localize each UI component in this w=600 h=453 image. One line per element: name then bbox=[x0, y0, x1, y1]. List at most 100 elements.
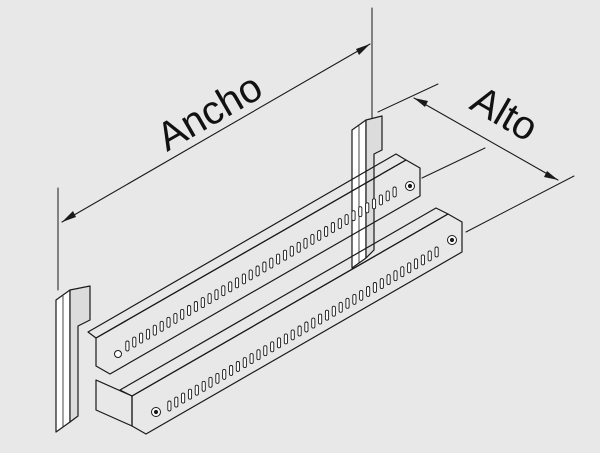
lower-rail-slot bbox=[297, 325, 302, 337]
upper-rail-slot bbox=[248, 269, 253, 281]
lower-rail-bolts bbox=[151, 235, 457, 417]
upper-rail-slot bbox=[303, 237, 308, 249]
lower-rail-slot bbox=[400, 266, 405, 278]
lower-rail-slot bbox=[229, 365, 234, 376]
lower-rail-slot bbox=[318, 313, 323, 325]
lower-rail-slot bbox=[427, 250, 432, 262]
height-label: Alto bbox=[464, 78, 546, 151]
upper-rail-slot bbox=[344, 214, 349, 226]
lower-rail-slot bbox=[283, 333, 288, 345]
upper-rail-slot bbox=[269, 257, 274, 269]
upper-rail-slot bbox=[241, 273, 246, 285]
upper-rail-slot bbox=[200, 297, 205, 309]
lower-rail-slot bbox=[249, 353, 254, 365]
upper-rail-slot bbox=[221, 285, 226, 297]
dimension-extension-lines bbox=[57, 7, 575, 291]
upper-rail-slot bbox=[276, 253, 281, 265]
lower-rail-slot bbox=[194, 384, 199, 396]
lower-rail-slot bbox=[338, 301, 343, 313]
lower-rail-slot bbox=[420, 254, 425, 266]
upper-rail-slot bbox=[371, 198, 377, 210]
left-upright bbox=[55, 285, 91, 433]
upper-rail-slot bbox=[351, 210, 356, 222]
upper-rail-slot bbox=[152, 324, 157, 336]
lower-rail-slot bbox=[201, 380, 206, 392]
upper-rail bbox=[87, 153, 421, 375]
lower-rail-slot bbox=[379, 278, 384, 290]
lower-rail-slot bbox=[167, 400, 172, 412]
lower-rail-slot bbox=[276, 337, 282, 349]
upper-rail-slot bbox=[214, 289, 219, 301]
lower-rail-slot bbox=[270, 341, 275, 353]
upper-rail-slot bbox=[358, 206, 363, 218]
lower-rail-slot bbox=[290, 329, 295, 341]
lower-rail-slot bbox=[372, 282, 377, 293]
upper-rail-bolt bbox=[114, 181, 415, 358]
upper-rail-slot bbox=[228, 281, 233, 293]
upper-rail-slot bbox=[234, 277, 240, 289]
upper-rail-slots bbox=[125, 186, 397, 352]
upper-rail-slot bbox=[392, 186, 397, 198]
lower-rail-slot bbox=[215, 372, 220, 384]
height-extension-mid bbox=[421, 147, 486, 179]
upper-rail-slot bbox=[255, 265, 260, 277]
upper-rail-slot bbox=[310, 233, 315, 245]
lower-rail-slot bbox=[263, 345, 268, 357]
lower-rail-slot bbox=[345, 297, 350, 309]
lower-rail-slot bbox=[256, 349, 261, 361]
upper-rail-slot bbox=[159, 320, 164, 332]
width-arrow-right bbox=[356, 44, 370, 55]
upper-rail-slot bbox=[385, 190, 390, 202]
height-arrow-bottom bbox=[544, 171, 558, 180]
right-upright bbox=[351, 115, 383, 269]
upper-rail-slot bbox=[378, 194, 383, 206]
upper-rail-slot bbox=[337, 218, 342, 230]
upper-rail-slot bbox=[365, 202, 370, 214]
lower-rail-slot bbox=[434, 246, 439, 258]
lower-rail bbox=[95, 207, 463, 435]
lower-rail-slot bbox=[359, 289, 364, 301]
lower-rail-slot bbox=[181, 392, 186, 404]
upper-rail-slot bbox=[193, 301, 198, 312]
upper-rail-slot bbox=[187, 305, 192, 316]
upper-rail-slot bbox=[317, 229, 322, 241]
upper-rail-slot bbox=[262, 261, 267, 273]
height-extension-top bbox=[377, 83, 439, 113]
lower-rail-slot bbox=[174, 396, 179, 408]
lower-rail-slot bbox=[407, 262, 412, 274]
lower-rail-slot bbox=[393, 270, 398, 282]
upper-rail-slot bbox=[296, 241, 301, 253]
upper-rail-slot bbox=[180, 308, 185, 320]
lower-rail-slot bbox=[331, 305, 336, 317]
height-extension-bottom bbox=[465, 175, 575, 233]
lower-rail-slot bbox=[222, 368, 227, 380]
upper-rail-slot bbox=[145, 328, 151, 340]
upper-rail-slot bbox=[282, 249, 288, 261]
upper-rail-slot bbox=[330, 222, 335, 233]
width-arrow-left bbox=[62, 211, 76, 222]
upper-rail-slot bbox=[324, 226, 329, 237]
lower-rail-slot bbox=[413, 258, 419, 270]
height-arrow-top bbox=[414, 98, 428, 107]
upper-rail-slot bbox=[139, 332, 144, 344]
upper-rail-slot bbox=[132, 336, 137, 348]
upper-rail-slot bbox=[125, 340, 130, 352]
width-label: Ancho bbox=[150, 65, 270, 160]
upper-rail-top-flange bbox=[87, 153, 407, 339]
lower-rail-slot bbox=[242, 357, 247, 369]
width-dimension-line bbox=[61, 43, 371, 223]
lower-rail-slot bbox=[208, 376, 213, 388]
lower-rail-slot bbox=[235, 361, 240, 372]
height-dimension: Alto bbox=[413, 78, 559, 181]
upper-rail-slot bbox=[207, 293, 212, 305]
lower-rail-slot bbox=[352, 293, 357, 305]
height-dimension-line bbox=[413, 97, 559, 181]
upper-rail-slot bbox=[289, 245, 294, 257]
lower-rail-slot bbox=[386, 274, 391, 286]
lower-rail-slot bbox=[311, 317, 316, 329]
lower-rail-end bbox=[95, 379, 133, 427]
lower-rail-slot bbox=[304, 321, 309, 333]
lower-rail-slot bbox=[366, 286, 371, 297]
